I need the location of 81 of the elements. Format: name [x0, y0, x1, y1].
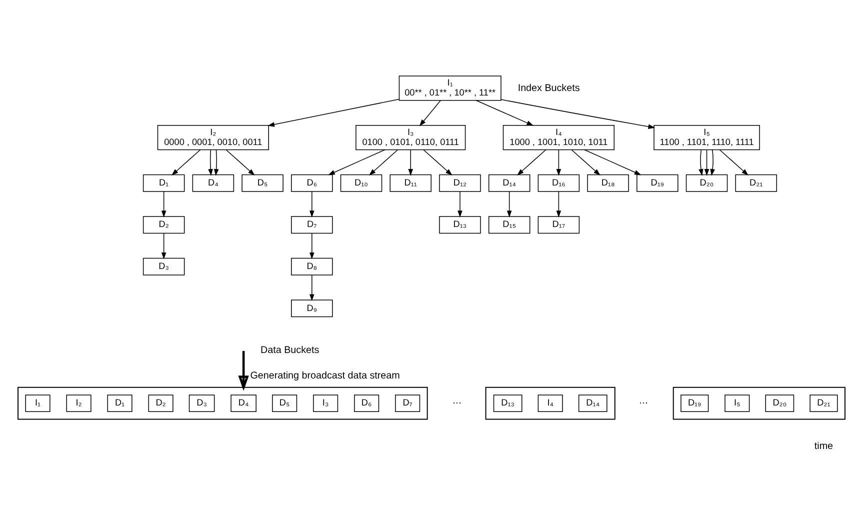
node-box: D₅	[272, 394, 298, 412]
node-box: D₈	[291, 257, 333, 275]
arrow	[161, 190, 166, 218]
node-box: D₃	[188, 394, 215, 412]
node-box: D₂	[142, 216, 185, 234]
arrow	[161, 232, 166, 259]
label: ⋯	[639, 397, 648, 408]
arrow	[500, 98, 656, 128]
label: time	[814, 440, 834, 452]
node-box: D₅	[242, 174, 284, 192]
node-box: I₂	[66, 394, 92, 412]
arrow	[458, 190, 462, 218]
node-box: D₁₀	[340, 174, 382, 192]
cluster	[485, 386, 616, 420]
node-box: D₁	[142, 174, 185, 192]
node-box: D₂₁	[810, 394, 838, 412]
arrow	[506, 190, 512, 218]
node-box: D₁₉	[680, 394, 709, 412]
arrow	[268, 98, 400, 126]
arrow	[704, 149, 710, 176]
node-box: D₂₀	[765, 394, 794, 412]
node-box: D₁₂	[439, 174, 481, 192]
node-box: I₂ 0000 , 0001, 0010, 0011	[157, 124, 269, 150]
node-box: I₁	[25, 394, 50, 412]
node-box: D₁₃	[493, 394, 522, 412]
node-box: I₄	[538, 394, 563, 412]
node-box: D₁₈	[587, 174, 629, 192]
arrow	[571, 149, 600, 175]
node-box: D₄	[230, 394, 256, 412]
arrow	[408, 149, 414, 176]
arrow	[310, 232, 314, 259]
arrow	[419, 100, 441, 126]
node-box: D₂	[148, 394, 174, 412]
label: ⋯	[452, 397, 462, 408]
node-box: D₁₄	[488, 174, 530, 192]
node-box: I₃	[313, 394, 338, 412]
arrow	[328, 148, 386, 175]
arrow	[719, 149, 748, 175]
arrow	[214, 149, 219, 176]
node-box: D₆	[354, 394, 380, 412]
node-box: I₅ 1100 , 1101, 1110, 1111	[654, 124, 760, 150]
node-box: D₂₁	[735, 174, 778, 192]
node-box: D₂₀	[686, 174, 728, 192]
arrow	[423, 149, 452, 175]
node-box: D₇	[395, 394, 420, 412]
cluster	[672, 386, 846, 420]
arrow	[698, 149, 704, 176]
edge-label: Generating broadcast data stream	[250, 370, 400, 382]
node-box: D₁₇	[538, 216, 580, 234]
arrow	[368, 149, 398, 175]
node-box: I₅	[724, 394, 750, 412]
node-box: I₁ 00** , 01** , 10** , 11**	[398, 75, 502, 100]
arrow	[310, 274, 314, 301]
node-box: I₄ 1000 , 1001, 1010, 1011	[502, 124, 614, 150]
arrow	[517, 149, 546, 175]
node-box: D₁₅	[488, 216, 530, 234]
arrow	[556, 149, 562, 176]
arrow	[310, 190, 314, 218]
arrow	[710, 149, 715, 176]
arrow	[556, 190, 562, 218]
node-box: D₁₄	[578, 394, 608, 412]
arrow	[476, 100, 534, 126]
arrow	[172, 149, 201, 175]
cluster	[18, 386, 428, 420]
arrow	[226, 149, 255, 175]
node-box: D₉	[291, 299, 333, 317]
node-box: I₃ 0100 , 0101, 0110, 0111	[356, 124, 466, 150]
arrow	[238, 350, 249, 390]
arrow	[208, 149, 213, 176]
node-box: D₇	[291, 216, 333, 234]
arrow	[584, 148, 642, 175]
node-box: D₄	[192, 174, 234, 192]
label: Index Buckets	[518, 82, 580, 94]
node-box: D₁₃	[439, 216, 481, 234]
node-box: D₁₆	[538, 174, 580, 192]
node-box: D₁	[107, 394, 132, 412]
node-box: D₆	[291, 174, 333, 192]
node-box: D₁₉	[636, 174, 678, 192]
node-box: D₁₁	[390, 174, 432, 192]
node-box: D₃	[142, 257, 185, 275]
label: Data Buckets	[260, 344, 320, 356]
